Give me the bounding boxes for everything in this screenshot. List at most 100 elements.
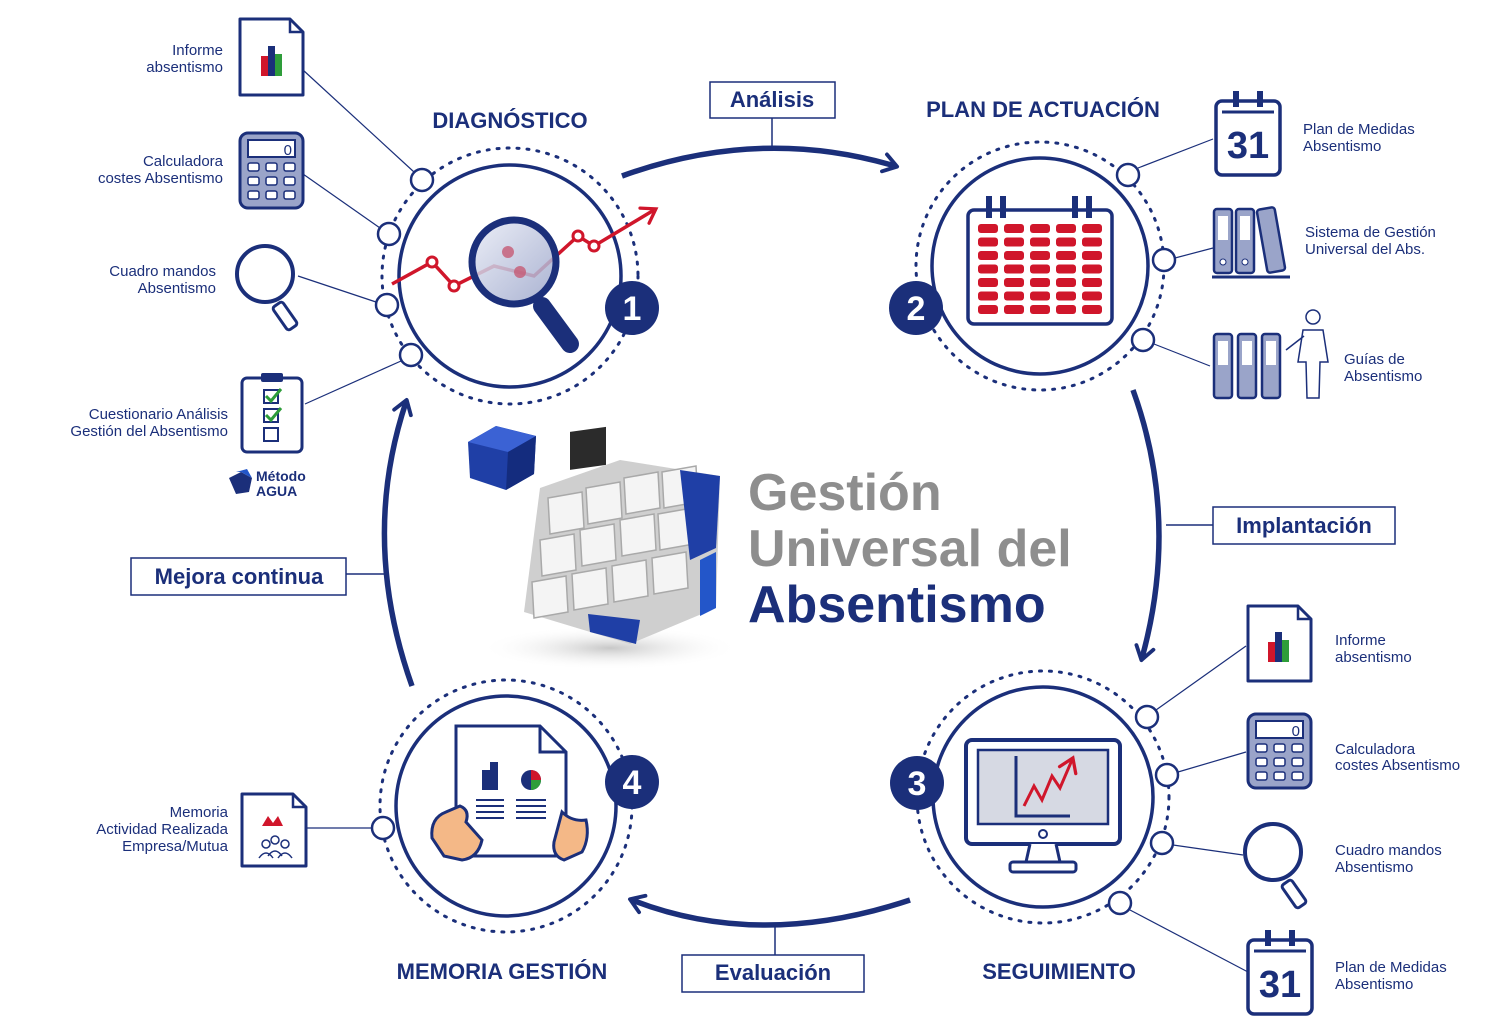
stage-title-plan: PLAN DE ACTUACIÓN — [926, 97, 1160, 122]
item-label-line: Actividad Realizada — [96, 821, 228, 838]
cycle-arrows — [346, 118, 1213, 955]
report-hands-icon — [430, 724, 589, 862]
calendar-cell — [1056, 278, 1076, 287]
magnifier-icon — [1243, 822, 1308, 910]
item-label-line: Absentismo — [1344, 368, 1422, 385]
calendar-cell — [1004, 251, 1024, 260]
item-label-line: Informe — [172, 42, 223, 59]
binders-icon — [1212, 206, 1290, 279]
list-item: Sistema de Gestión Universal del Abs. — [1212, 206, 1436, 279]
list-item: Guías de Absentismo — [1212, 309, 1422, 400]
calendar-cells — [978, 224, 1102, 314]
cube-tile — [585, 481, 623, 525]
report-document-icon — [238, 17, 305, 97]
evaluacion-box — [681, 954, 865, 993]
stage-number-2: 2 — [907, 290, 926, 328]
stage-number-badge — [605, 755, 659, 809]
calendar-cell — [1030, 251, 1050, 260]
cube-logo-icon — [468, 426, 720, 644]
calendar-cell — [1030, 305, 1050, 314]
calendar-day: 31 — [1227, 125, 1269, 167]
item-label-line: Guías de — [1344, 351, 1405, 368]
calendar-cell — [1004, 224, 1024, 233]
cube-tile — [623, 471, 661, 515]
stage-title-memoria: MEMORIA GESTIÓN — [397, 959, 608, 984]
item-label-line: Memoria — [170, 804, 229, 821]
item-label-line: Absentismo — [138, 280, 216, 297]
arrow-analisis — [621, 145, 900, 179]
brand-line3: Absentismo — [748, 576, 1046, 634]
calendar-cell — [1030, 291, 1050, 301]
item-label-line: absentismo — [1335, 649, 1412, 666]
calendar-cell — [1082, 278, 1102, 287]
calendar-cell — [1082, 251, 1102, 260]
calendar-cell — [978, 305, 998, 314]
stage-number-badge — [889, 281, 943, 335]
stage-plan: PLAN DE ACTUACIÓN 2 — [889, 97, 1214, 392]
cube-tile — [579, 523, 617, 567]
mejora-box — [130, 557, 347, 596]
arrow-implantacion — [1130, 389, 1162, 663]
brand-line1: Gestión — [748, 464, 942, 522]
mejora-label: Mejora continua — [155, 564, 324, 589]
monitor-chart-icon — [964, 738, 1122, 874]
stage-title-seguimiento: SEGUIMIENTO — [982, 959, 1136, 984]
calendar-cell — [978, 264, 998, 274]
calculator-icon: 0 — [238, 131, 305, 210]
calendar-cell — [1082, 237, 1102, 247]
stage-number-1: 1 — [623, 290, 642, 328]
calculator-display: 0 — [284, 142, 292, 159]
calendar-cell — [1056, 264, 1076, 274]
calendar-cell — [1056, 251, 1076, 260]
calendar-icon — [966, 196, 1114, 326]
calendar-cell — [1056, 291, 1076, 301]
cube-tile — [611, 559, 649, 603]
calendar-cell — [978, 278, 998, 287]
item-label-line: costes Absentismo — [1335, 757, 1460, 774]
brand-line2: Universal del — [748, 520, 1072, 578]
item-label-line: Cuestionario Análisis — [89, 406, 228, 423]
stage-number-3: 3 — [908, 765, 927, 803]
calendar-cell — [1030, 278, 1050, 287]
calendar-cell — [1004, 278, 1024, 287]
calendar-cell — [978, 291, 998, 301]
list-item: Cuadro mandos Absentismo — [1243, 822, 1442, 910]
calendar-day: 31 — [1259, 964, 1301, 1006]
list-item: 0 Calculadora costes Absentismo — [1246, 712, 1460, 790]
calendar-31-icon: 31 — [1246, 930, 1314, 1016]
calendar-cell — [1004, 237, 1024, 247]
calendar-cell — [1004, 305, 1024, 314]
item-label-line: Plan de Medidas — [1335, 959, 1447, 976]
item-label-line: Gestión del Absentismo — [70, 423, 228, 440]
list-item: Informe absentismo — [1246, 604, 1412, 683]
calendar-cell — [1056, 237, 1076, 247]
calendar-cell — [1082, 291, 1102, 301]
cube-tile — [651, 551, 689, 595]
stage-number-4: 4 — [623, 764, 642, 802]
cube-tile — [547, 491, 585, 535]
calendar-cell — [978, 224, 998, 233]
metodo-line2: AGUA — [256, 483, 297, 499]
cube-tile — [531, 575, 569, 619]
implantacion-box — [1212, 506, 1396, 545]
stage-diagnostico: DIAGNÓSTICO 1 — [297, 69, 659, 406]
item-label-line: Plan de Medidas — [1303, 121, 1415, 138]
calendar-cell — [1056, 305, 1076, 314]
magnifier-icon — [235, 244, 299, 332]
calendar-cell — [1082, 305, 1102, 314]
implantacion-label: Implantación — [1236, 513, 1372, 538]
list-item: Cuestionario Análisis Gestión del Absent… — [70, 373, 304, 454]
diagnostico-items: Informe absentismo Calculadora costes Ab… — [70, 17, 306, 499]
evaluacion-label: Evaluación — [715, 960, 831, 985]
list-item: 31 Plan de Medidas Absentismo — [1246, 930, 1447, 1016]
cube-tile — [539, 533, 577, 577]
checklist-icon — [240, 373, 304, 454]
stage-seguimiento: SEGUIMIENTO 3 — [890, 645, 1249, 984]
analisis-label: Análisis — [730, 87, 814, 112]
list-item: Memoria Actividad Realizada Empresa/Mutu… — [96, 792, 308, 868]
metodo-agua-logo: Método AGUA — [229, 468, 306, 499]
binders-person-icon — [1212, 309, 1329, 400]
item-label-line: Informe — [1335, 632, 1386, 649]
process-labels: Análisis Implantación Evaluación Mejora … — [130, 81, 1396, 993]
